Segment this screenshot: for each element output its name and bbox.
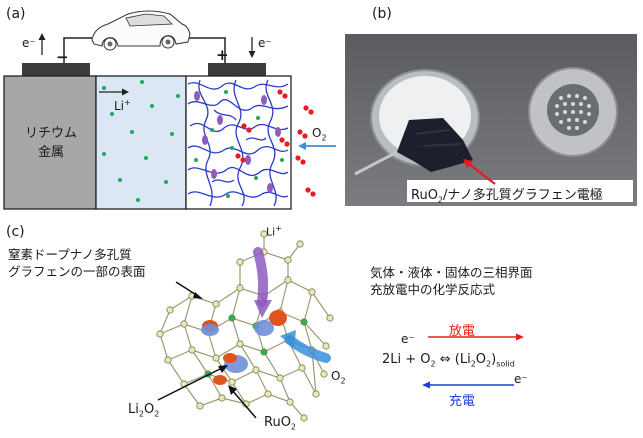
electron-label-right: e⁻ xyxy=(258,36,272,50)
electron-down-arrow xyxy=(248,51,256,58)
negative-terminal xyxy=(22,63,90,76)
o2-flow-arrowhead xyxy=(280,330,296,348)
electron-label-left: e⁻ xyxy=(22,36,36,50)
o2-inflow-arrow xyxy=(298,142,306,150)
electron-bottom: e⁻ xyxy=(514,372,528,386)
li-ion-label: Li+ xyxy=(114,98,131,113)
wire-left xyxy=(63,37,92,63)
electrode-photo xyxy=(345,34,637,206)
plus-sign: + xyxy=(216,46,229,64)
graphene-surface-title: 窒素ドープナノ多孔質 グラフェンの一部の表面 xyxy=(8,247,146,279)
minus-sign: − xyxy=(56,48,69,66)
caption-box xyxy=(407,180,633,202)
discharge-arrow xyxy=(428,333,524,341)
li-ion-flow-arrowhead xyxy=(254,300,272,318)
battery-diagram xyxy=(3,10,336,210)
charge-arrow xyxy=(422,381,514,389)
discharge-label: 放電 xyxy=(449,324,476,339)
charge-label: 充電 xyxy=(449,394,476,409)
electron-up-arrow xyxy=(38,33,46,40)
electrolyte xyxy=(95,75,187,210)
tweezers xyxy=(354,150,398,176)
panel-c-label: (c) xyxy=(6,224,25,240)
panel-a-label: (a) xyxy=(6,6,26,22)
li2o2-deposits xyxy=(194,91,281,193)
li2o2-label: Li2O2 xyxy=(128,402,160,419)
li2o2-pointer xyxy=(218,365,228,373)
o2-label-c: O2 xyxy=(331,369,346,386)
anode-label: リチウム 金属 xyxy=(24,126,77,160)
electron-top: e⁻ xyxy=(401,332,415,346)
reaction-equation: 2Li + O2 ⇔ (Li2O2)solid xyxy=(382,352,515,369)
caption-arrow xyxy=(463,159,473,168)
reaction-description: 気体・液体・固体の三相界面 充放電中の化学反応式 xyxy=(370,265,533,297)
surface-pointer xyxy=(193,292,203,299)
wire-right xyxy=(178,37,226,63)
li-ion-dots xyxy=(102,80,284,202)
ruo2-pointer xyxy=(228,385,237,395)
panel-b-label: (b) xyxy=(372,6,392,22)
li-ion-arrow xyxy=(122,88,129,96)
o2-molecules xyxy=(235,89,316,197)
li-ion-label-c: Li+ xyxy=(266,224,282,239)
positive-terminal xyxy=(208,63,266,76)
ruo2-label: RuO2 xyxy=(264,415,297,432)
graphene-model xyxy=(156,230,334,422)
o2-label-a: O2 xyxy=(312,126,327,143)
li2o2-clusters xyxy=(201,310,287,385)
electrode-caption: RuO2/ナノ多孔質グラフェン電極 xyxy=(411,188,603,205)
lithium-anode xyxy=(3,75,97,210)
electrode-photo-drawing xyxy=(354,67,633,202)
li-ion-flow xyxy=(253,247,269,307)
car-icon xyxy=(91,10,191,51)
